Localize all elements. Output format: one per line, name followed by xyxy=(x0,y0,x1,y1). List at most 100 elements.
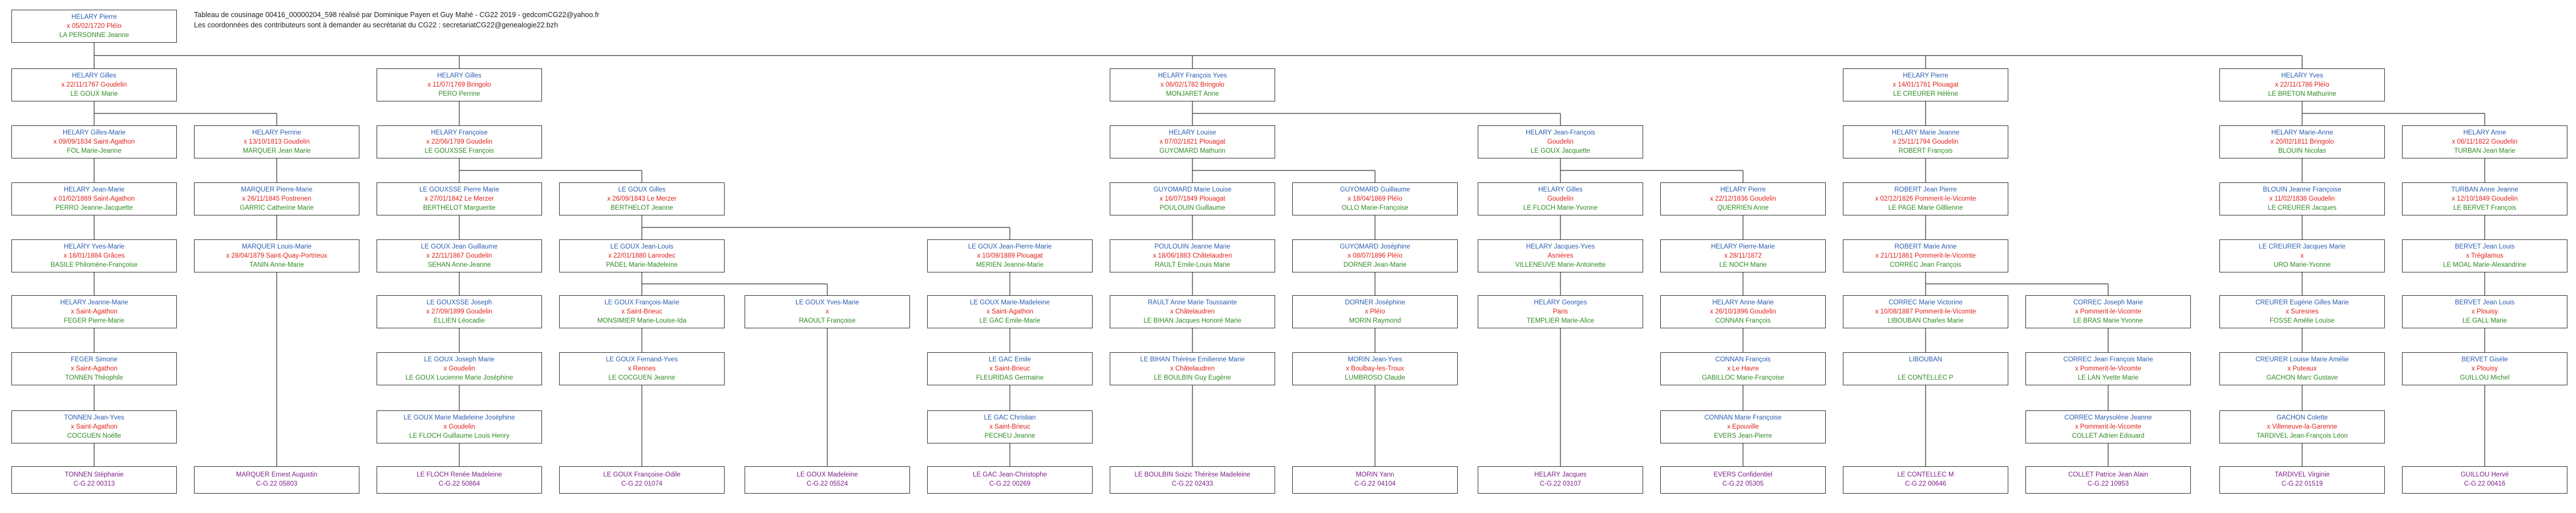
marriage-info: x 09/09/1834 Saint-Agathon xyxy=(53,139,135,145)
person-name: HELARY François Yves xyxy=(1158,72,1227,79)
person-name: HELARY Jean-François xyxy=(1526,129,1595,136)
spouse-name: LE NOCH Marie xyxy=(1719,262,1767,268)
person-name: LE GAC Emile xyxy=(988,356,1032,363)
spouse-name: BERTHELOT Jeanne xyxy=(610,205,673,211)
person-name: LE GOUX Madeleine xyxy=(796,471,858,478)
spouse-name: LE GALL Marie xyxy=(2462,317,2508,324)
person-name: LE GOUX Gilles xyxy=(618,186,666,193)
person-name: HELARY Marie-Anne xyxy=(2271,129,2334,136)
person-name: HELARY Gilles xyxy=(72,72,116,79)
spouse-name: GUYOMARD Mathurin xyxy=(1159,148,1226,154)
spouse-name: LE GOUX Jacquette xyxy=(1530,148,1591,154)
spouse-name: LE BERVET François xyxy=(2453,205,2517,211)
marriage-info: x 06/02/1782 Bringolo xyxy=(1160,82,1224,88)
marriage-info: x Châtelaudren xyxy=(1170,308,1215,315)
person-name: MARQUER Pierre-Marie xyxy=(241,186,313,193)
spouse-name: FOSSE Amélie Louise xyxy=(2270,317,2335,324)
person-id: C-G.22 50864 xyxy=(438,481,480,487)
person-id: C-G.22 00313 xyxy=(73,481,115,487)
person-name: LE FLOCH Renée Madeleine xyxy=(416,471,502,478)
person-name: LE GAC Jean-Christophe xyxy=(973,471,1047,478)
spouse-name: BLOUIN Nicolas xyxy=(2278,148,2326,154)
marriage-info: x Pommerit-le-Vicomte xyxy=(2074,365,2142,372)
person-name: LE BOULBIN Soizic Thérèse Madeleine xyxy=(1134,471,1251,478)
marriage-info: x Plouisy xyxy=(2471,365,2498,372)
person-name: BERVET Jean Louis xyxy=(2454,243,2515,250)
person-name: HELARY Gilles xyxy=(437,72,482,79)
person-name: HELARY Jean-Marie xyxy=(63,186,125,193)
marriage-info: x 21/11/1861 Pommerit-le-Vicomte xyxy=(1875,253,1976,259)
marriage-info: x Goudelin xyxy=(443,424,475,430)
person-id: C-G.22 00646 xyxy=(1904,481,1947,487)
marriage-info: x 18/04/1869 Pléïo xyxy=(1348,196,1402,202)
marriage-info: x 20/02/1811 Bringolo xyxy=(2270,139,2334,145)
person-name: DORNER Joséphine xyxy=(1345,299,1405,306)
spouse-name: BASILE Philomène-Françoise xyxy=(50,262,138,268)
spouse-name: ROBERT François xyxy=(1898,148,1953,154)
marriage-info: x Trégilamus xyxy=(2466,253,2504,259)
person-name: HELARY Louise xyxy=(1168,129,1216,136)
marriage-info: x Boulbay-les-Troux xyxy=(1346,365,1404,372)
marriage-info: x 27/09/1899 Goudelin xyxy=(426,308,492,315)
spouse-name: LUMBROSO Claude xyxy=(1345,374,1405,381)
marriage-info: x Villeneuve-la-Garenne xyxy=(2267,424,2338,430)
marriage-info: x Puteaux xyxy=(2287,365,2317,372)
spouse-name: PECHEU Jeanne xyxy=(984,433,1036,439)
spouse-name: QUERRIEN Anne xyxy=(1717,205,1769,211)
spouse-name: RAULT Emile-Louis Marie xyxy=(1155,262,1230,268)
spouse-name: LE GOUX Marie xyxy=(70,91,118,97)
spouse-name: PERRO Jeanne-Jacquette xyxy=(55,205,133,211)
marriage-info: x Saint-Agathon xyxy=(71,308,118,315)
person-name: GUYOMARD Guillaume xyxy=(1340,186,1410,193)
person-name: LE GOUX Jean-Pierre-Marie xyxy=(968,243,1052,250)
marriage-info: x 16/07/1849 Plouagat xyxy=(1159,196,1226,202)
spouse-name: PADEL Marie-Madeleine xyxy=(606,262,678,268)
spouse-name: CORREC Jean François xyxy=(1890,262,1962,268)
person-name: LE GOUX Joseph Marie xyxy=(424,356,495,363)
person-name: LE GOUX Marie-Madeleine xyxy=(970,299,1050,306)
spouse-name: FLEURIDAS Germaine xyxy=(976,374,1044,381)
person-name: GUYOMARD Joséphine xyxy=(1340,243,1410,250)
marriage-info: x 26/10/1896 Goudelin xyxy=(1710,308,1776,315)
person-name: HELARY Pierre xyxy=(1720,186,1766,193)
spouse-name: LE CREURER Jacques xyxy=(2267,205,2337,211)
spouse-name: LE BOULBIN Guy Eugène xyxy=(1154,374,1231,381)
person-name: TONNEN Stéphanie xyxy=(64,471,124,478)
spouse-name: LE CONTELLEC P xyxy=(1898,374,1954,381)
marriage-info: x Goudelin xyxy=(443,365,475,372)
marriage-info: x 14/01/1781 Plouagat xyxy=(1892,82,1959,88)
marriage-info: x Saint-Brieuc xyxy=(989,365,1030,372)
marriage-info: x 27/01/1842 Le Merzer xyxy=(424,196,494,202)
spouse-name: COCGUEN Noëlle xyxy=(67,433,122,439)
person-name: HELARY Françoise xyxy=(431,129,488,136)
person-name: HELARY Anne-Marie xyxy=(1712,299,1774,306)
spouse-name: LE BRAS Marie Yvonne xyxy=(2073,317,2143,324)
person-name: LIBOUBAN xyxy=(1908,356,1943,363)
person-name: HELARY Jeanne-Marie xyxy=(60,299,128,306)
marriage-info: x 06/11/1822 Goudelin xyxy=(2452,139,2518,145)
